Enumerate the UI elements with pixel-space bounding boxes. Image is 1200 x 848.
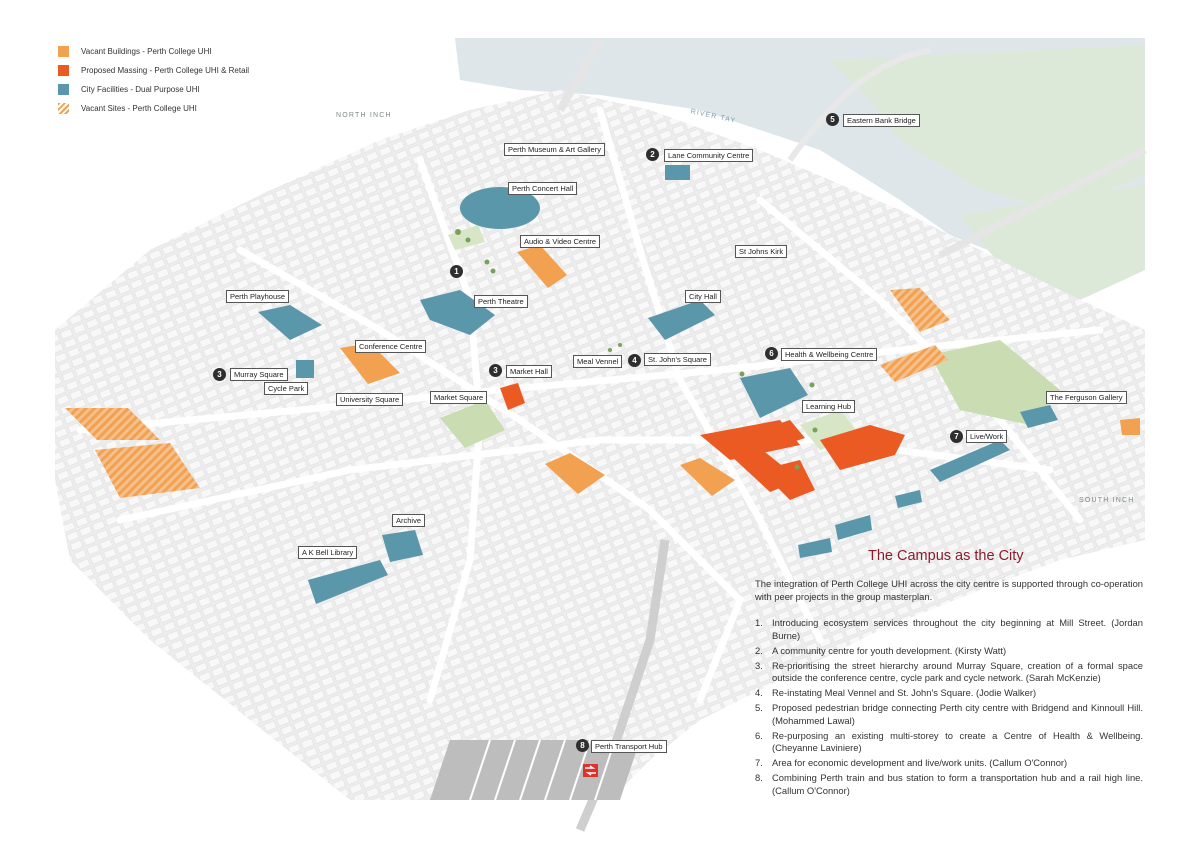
- proposed-massing: [500, 383, 905, 500]
- market-square-green: [440, 400, 505, 448]
- marker-3: 3: [213, 368, 226, 381]
- panel-intro: The integration of Perth College UHI acr…: [755, 578, 1143, 602]
- vacant-buildings: [340, 245, 1140, 496]
- label-audio-video-centre: Audio & Video Centre: [520, 235, 600, 248]
- list-item-text: Proposed pedestrian bridge connecting Pe…: [772, 702, 1143, 726]
- list-item-number: 4.: [755, 687, 763, 698]
- marker-2: 2: [646, 148, 659, 161]
- far-bank-parkland: [830, 45, 1145, 210]
- legend-item-proposed-massing: Proposed Massing - Perth College UHI & R…: [58, 61, 249, 80]
- map-legend: Vacant Buildings - Perth College UHI Pro…: [58, 42, 249, 118]
- label-ak-bell-library: A K Bell Library: [298, 546, 358, 559]
- list-item-text: Introducing ecosystem services throughou…: [772, 617, 1143, 641]
- label-perth-concert-hall: Perth Concert Hall: [508, 182, 578, 195]
- rail-icon: [583, 764, 598, 777]
- list-item-number: 5.: [755, 702, 763, 713]
- far-bank-parkland: [960, 185, 1145, 300]
- project-list: 1. Introducing ecosystem services through…: [755, 617, 1143, 797]
- label-conference-centre: Conference Centre: [355, 340, 427, 353]
- legend-label: Vacant Buildings - Perth College UHI: [81, 47, 212, 56]
- label-meal-vennel: Meal Vennel: [573, 355, 623, 368]
- list-item-number: 7.: [755, 757, 763, 768]
- label-learning-hub: Learning Hub: [802, 400, 856, 413]
- marker-7: 7: [950, 430, 963, 443]
- list-item-text: Re-instating Meal Vennel and St. John's …: [772, 687, 1037, 698]
- list-item-number: 3.: [755, 659, 763, 671]
- legend-swatch: [58, 65, 69, 76]
- concert-hall-green: [448, 225, 485, 250]
- panel-title: The Campus as the City: [868, 548, 1024, 564]
- list-item-text: Area for economic development and live/w…: [772, 757, 1068, 768]
- city-centre-blocks: [55, 90, 1145, 800]
- legend-label: Proposed Massing - Perth College UHI & R…: [81, 66, 250, 75]
- north-bridge: [556, 38, 604, 112]
- list-item: 2. A community centre for youth developme…: [755, 645, 1143, 658]
- label-murray-square: Murray Square: [230, 368, 288, 381]
- label-cycle-park: Cycle Park: [264, 382, 309, 395]
- label-perth-playhouse: Perth Playhouse: [226, 290, 290, 303]
- legend-label: City Facilities - Dual Purpose UHI: [81, 85, 200, 94]
- marker-6: 6: [765, 347, 778, 360]
- marker-8: 8: [576, 739, 589, 752]
- label-lane-community-centre: Lane Community Centre: [664, 149, 754, 162]
- legend-swatch: [58, 46, 69, 57]
- ferguson-park-green: [930, 340, 1060, 425]
- label-city-hall: City Hall: [685, 290, 721, 303]
- eastern-bank-bridge: [787, 47, 931, 162]
- railway-platforms: [430, 740, 640, 800]
- area-label-north-inch: NORTH INCH: [336, 112, 392, 119]
- list-item: 1. Introducing ecosystem services through…: [755, 617, 1143, 642]
- list-item: 5. Proposed pedestrian bridge connecting …: [755, 702, 1143, 727]
- vacant-site: [890, 288, 950, 332]
- list-item-text: Combining Perth train and bus station to…: [772, 772, 1143, 796]
- legend-swatch: [58, 84, 69, 95]
- label-perth-theatre: Perth Theatre: [474, 295, 528, 308]
- label-market-hall: Market Hall: [506, 365, 552, 378]
- marker-3: 3: [489, 364, 502, 377]
- list-item-text: A community centre for youth development…: [772, 644, 1007, 656]
- legend-label: Vacant Sites - Perth College UHI: [81, 104, 197, 113]
- trees: [455, 229, 818, 470]
- list-item-text: Re-prioritising the street hierarchy aro…: [772, 659, 1143, 684]
- label-perth-museum: Perth Museum & Art Gallery: [504, 143, 605, 156]
- label-market-square: Market Square: [430, 391, 488, 404]
- list-item-text: Re-purposing an existing multi-storey to…: [772, 729, 1143, 754]
- description-panel: The Campus as the City The integration o…: [755, 548, 1143, 800]
- list-item: 3. Re-prioritising the street hierarchy a…: [755, 660, 1143, 685]
- list-item-number: 1.: [755, 617, 763, 628]
- vacant-site: [65, 408, 160, 440]
- vacant-site: [880, 345, 948, 382]
- vacant-site: [95, 443, 200, 498]
- label-the-ferguson-gallery: The Ferguson Gallery: [1046, 391, 1127, 404]
- label-university-square: University Square: [336, 393, 404, 406]
- label-perth-transport-hub: Perth Transport Hub: [591, 740, 667, 753]
- marker-5: 5: [826, 113, 839, 126]
- legend-item-vacant-buildings: Vacant Buildings - Perth College UHI: [58, 42, 249, 61]
- label-live-work: Live/Work: [966, 430, 1008, 443]
- list-item: 7. Area for economic development and live…: [755, 757, 1143, 770]
- label-st-johns-kirk: St Johns Kirk: [735, 245, 788, 258]
- list-item-number: 2.: [755, 644, 763, 656]
- label-st-johns-square: St. John's Square: [644, 353, 711, 366]
- label-health-wellbeing-centre: Health & Wellbeing Centre: [781, 348, 878, 361]
- area-label-south-inch: SOUTH INCH: [1079, 497, 1135, 504]
- label-eastern-bank-bridge: Eastern Bank Bridge: [843, 114, 920, 127]
- legend-item-city-facilities: City Facilities - Dual Purpose UHI: [58, 80, 249, 99]
- marker-1: 1: [450, 265, 463, 278]
- list-item: 4. Re-instating Meal Vennel and St. John'…: [755, 687, 1143, 700]
- legend-item-vacant-sites: Vacant Sites - Perth College UHI: [58, 99, 249, 118]
- list-item-number: 6.: [755, 729, 763, 741]
- city-facilities: [258, 165, 1058, 604]
- list-item: 6. Re-purposing an existing multi-storey …: [755, 730, 1143, 755]
- label-archive: Archive: [392, 514, 426, 527]
- south-bridge: [938, 146, 1147, 259]
- list-item-number: 8.: [755, 772, 763, 783]
- legend-swatch-hatched: [58, 103, 69, 114]
- list-item: 8. Combining Perth train and bus station …: [755, 772, 1143, 797]
- marker-4: 4: [628, 354, 641, 367]
